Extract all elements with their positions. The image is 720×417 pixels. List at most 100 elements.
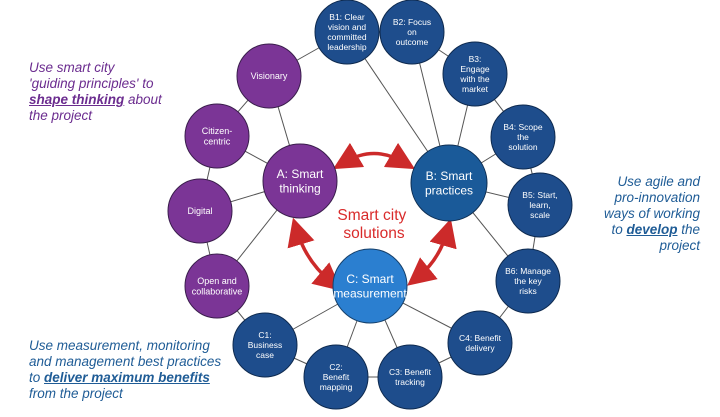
practice-b5-label: B5: Start,learn,scale	[522, 190, 557, 220]
principle-visionary-circle	[236, 43, 302, 109]
arrow-b-c	[407, 218, 457, 286]
label-line: Benefit	[323, 372, 350, 382]
arrow-a-c	[287, 217, 342, 292]
label-line: Business	[248, 340, 283, 350]
principle-visionary: Visionary	[236, 43, 302, 109]
label-line: market	[462, 84, 489, 94]
label-line: scale	[530, 210, 550, 220]
label-line: outcome	[396, 37, 429, 47]
arrow-a-b	[332, 142, 416, 170]
callout-b-line-2: pro-innovation	[614, 190, 700, 205]
callout-b-line-5: the	[677, 222, 700, 237]
label-line: collaborative	[192, 287, 243, 297]
callout-a-line-1: Use smart city	[29, 60, 115, 75]
hub-b-circle	[410, 144, 488, 222]
measure-c1-circle	[232, 312, 298, 378]
label-line: leadership	[327, 42, 366, 52]
callout-smart-thinking: Use smart city 'guiding principles' to s…	[29, 60, 209, 124]
callout-c-line-2: and management best practices	[29, 354, 222, 369]
callout-smart-measurement: Use measurement, monitoring and manageme…	[29, 338, 264, 402]
callout-b-line-1: Use agile and	[617, 174, 700, 189]
label-line: Visionary	[251, 71, 288, 81]
label-line: delivery	[465, 343, 495, 353]
practice-b6-circle	[495, 248, 561, 314]
hub-c-circle	[332, 248, 408, 324]
label-line: practices	[425, 183, 473, 197]
relationship-arrows	[287, 142, 457, 292]
principle-digital-circle	[167, 178, 233, 244]
label-line: learn,	[529, 200, 550, 210]
principle-digital-label: Digital	[187, 206, 212, 216]
label-line: B1: Clear	[329, 12, 365, 22]
label-line: on	[407, 27, 417, 37]
label-line: C3: Benefit	[389, 367, 432, 377]
label-line: Digital	[187, 206, 212, 216]
label-line: Open and	[197, 276, 237, 286]
principle-visionary-label: Visionary	[251, 71, 288, 81]
label-line: the	[517, 132, 529, 142]
label-line: B5: Start,	[522, 190, 557, 200]
label-line: committed	[327, 32, 366, 42]
label-line: Engage	[460, 64, 490, 74]
callout-b-line-4: to	[611, 222, 627, 237]
practice-b5: B5: Start,learn,scale	[507, 172, 573, 238]
center-line-1: Smart city	[337, 207, 406, 224]
callout-b-emphasis: develop	[626, 222, 678, 237]
label-line: vision and	[328, 22, 367, 32]
principle-open-collaborative-circle	[184, 253, 250, 319]
label-line: thinking	[279, 181, 320, 195]
label-line: with the	[459, 74, 490, 84]
callout-b-line-6: project	[659, 238, 700, 253]
practice-b2-circle	[379, 0, 445, 65]
label-line: C4: Benefit	[459, 333, 502, 343]
callout-c-line-3: to	[29, 370, 45, 385]
label-line: B4: Scope	[503, 122, 542, 132]
callout-a-line-2: 'guiding principles' to	[29, 76, 154, 91]
label-line: solution	[508, 142, 538, 152]
label-line: measurement	[333, 286, 407, 300]
callout-c-emphasis: deliver maximum benefits	[44, 370, 210, 385]
callout-b-line-3: ways of working	[603, 206, 700, 221]
callout-a-line-4: the project	[29, 108, 93, 123]
hub-a-circle	[262, 143, 338, 219]
label-line: C: Smart	[346, 272, 394, 286]
label-line: tracking	[395, 377, 425, 387]
center-label: Smart city solutions	[337, 207, 410, 242]
label-line: A: Smart	[277, 167, 324, 181]
measure-c4-circle	[447, 310, 513, 376]
label-line: B: Smart	[426, 169, 473, 183]
label-line: case	[256, 350, 274, 360]
callout-smart-practices: Use agile and pro-innovation ways of wor…	[572, 174, 700, 254]
label-line: B2: Focus	[393, 17, 431, 27]
label-line: C1:	[258, 330, 271, 340]
principle-citizen-centric-circle	[184, 103, 250, 169]
center-line-2: solutions	[343, 225, 404, 242]
label-line: the key	[514, 276, 542, 286]
label-line: C2:	[329, 362, 342, 372]
label-line: centric	[204, 137, 231, 147]
measure-c2-circle	[303, 344, 369, 410]
label-line: mapping	[320, 382, 353, 392]
callout-a-line-3: about	[124, 92, 162, 107]
